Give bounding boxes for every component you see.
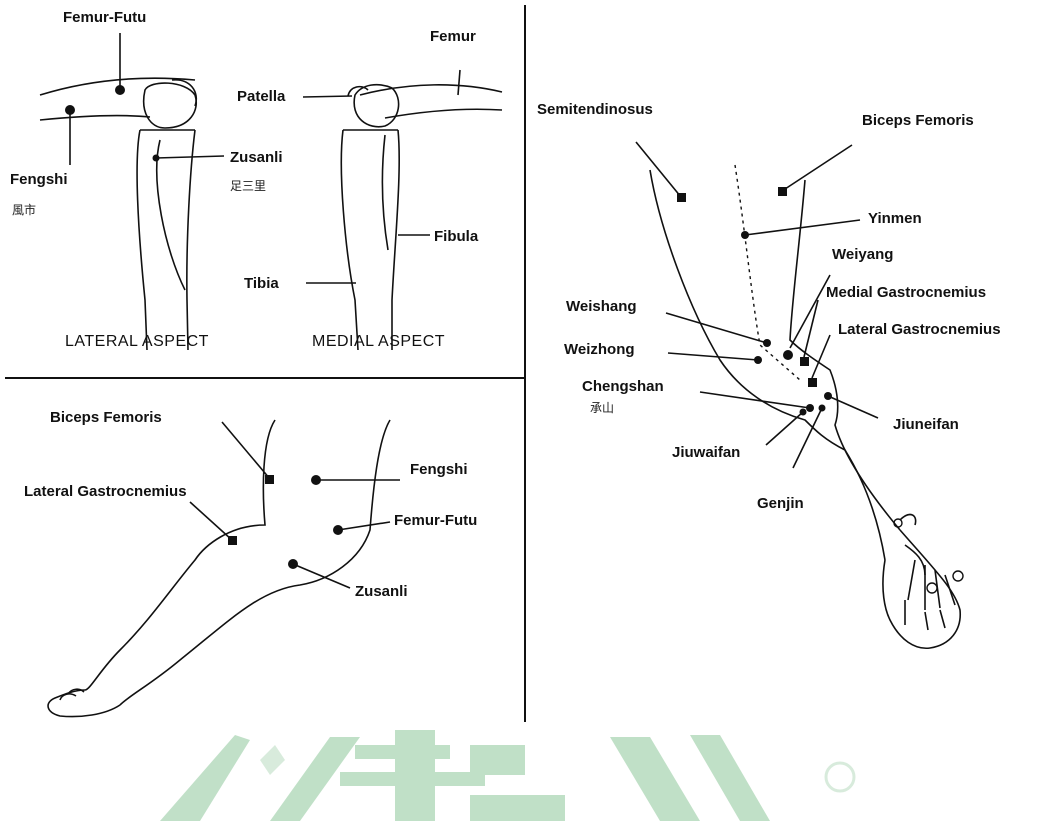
label-femur: Femur	[430, 28, 476, 45]
label-fengshi-side: Fengshi	[410, 461, 468, 478]
panel-bottom-left: Biceps Femoris Fengshi Lateral Gastrocne…	[24, 409, 477, 717]
leg-outline-back	[85, 420, 275, 690]
label-medial-gastrocnemius: Medial Gastrocnemius	[826, 284, 986, 301]
medial-femur-top	[360, 85, 502, 95]
medial-femur-bottom	[385, 109, 502, 118]
label-weizhong: Weizhong	[564, 341, 635, 358]
caption-medial-aspect: MEDIAL ASPECT	[312, 333, 445, 350]
label-lateral-gastrocnemius-left: Lateral Gastrocnemius	[24, 483, 187, 500]
label-patella: Patella	[237, 88, 286, 105]
label-semitendinosus: Semitendinosus	[537, 101, 653, 118]
medial-gastrocnemius-marker	[800, 357, 809, 366]
label-fibula: Fibula	[434, 228, 479, 245]
label-genjin: Genjin	[757, 495, 804, 512]
label-fengshi-top: Fengshi	[10, 171, 68, 188]
label-zusanli-cjk: 足三里	[230, 179, 266, 193]
biceps-femoris-marker	[265, 475, 274, 484]
weiyang-point	[783, 350, 793, 360]
panel-top-left: Femur-Futu Femur Patella Zusanli 足三里 Fen…	[10, 9, 502, 350]
watermark-seal	[160, 730, 854, 821]
label-femur-futu-top: Femur-Futu	[63, 9, 146, 26]
lateral-gastrocnemius-marker-right	[808, 378, 817, 387]
paw-outline-right	[883, 530, 960, 648]
leg-outline-front	[120, 420, 390, 705]
label-weishang: Weishang	[566, 298, 637, 315]
lateral-tibia-left	[137, 130, 147, 350]
medial-tibia-left	[341, 130, 358, 350]
limb-outline-right	[790, 180, 900, 530]
caption-lateral-aspect: LATERAL ASPECT	[65, 333, 209, 350]
panel-right: Semitendinosus Biceps Femoris Yinmen Wei…	[537, 101, 1001, 648]
label-biceps-femoris-right: Biceps Femoris	[862, 112, 974, 129]
label-tibia: Tibia	[244, 275, 279, 292]
label-jiuneifan: Jiuneifan	[893, 416, 959, 433]
label-weiyang: Weiyang	[832, 246, 893, 263]
label-zusanli-top: Zusanli	[230, 149, 283, 166]
label-chengshan-cjk: 承山	[590, 401, 614, 415]
label-fengshi-cjk: 風市	[12, 202, 36, 217]
label-zusanli-side: Zusanli	[355, 583, 408, 600]
lateral-knee	[144, 83, 197, 128]
label-biceps-femoris-left: Biceps Femoris	[50, 409, 162, 426]
label-femur-futu-side: Femur-Futu	[394, 512, 477, 529]
medial-tibia-right	[392, 130, 399, 350]
label-jiuwaifan: Jiuwaifan	[672, 444, 740, 461]
lateral-femur-bottom	[40, 116, 150, 120]
lateral-fibula-edge	[157, 140, 185, 290]
label-lateral-gastrocnemius-right: Lateral Gastrocnemius	[838, 321, 1001, 338]
label-chengshan: Chengshan	[582, 378, 664, 395]
paw-outline	[48, 690, 120, 717]
label-yinmen: Yinmen	[868, 210, 922, 227]
medial-fibula	[382, 135, 388, 250]
lateral-tibia-right	[187, 130, 195, 350]
